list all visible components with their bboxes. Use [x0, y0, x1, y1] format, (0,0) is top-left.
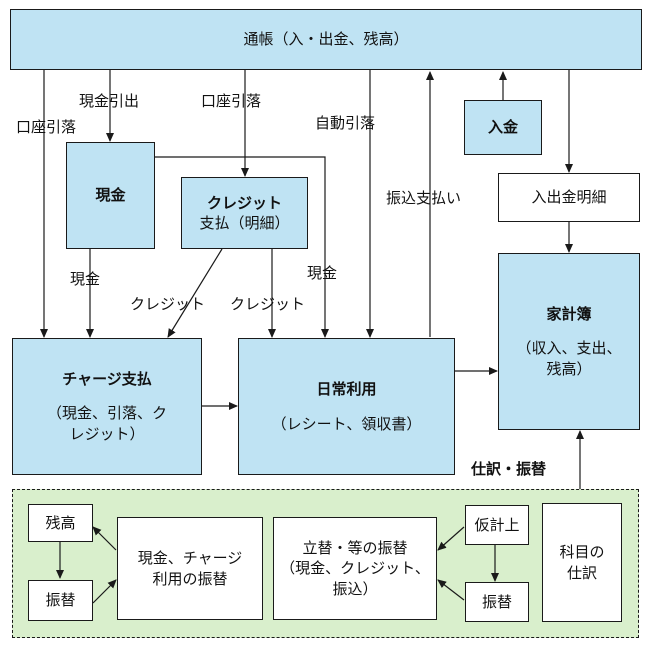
- label-account-debit-left: 口座引落: [16, 118, 77, 136]
- advance-line2: （現金、クレジット、: [280, 559, 430, 578]
- cash-charge-line1: 現金、チャージ: [137, 549, 243, 568]
- account-line2: 仕訳: [566, 563, 597, 582]
- cash-charge-line2: 利用の振替: [152, 569, 228, 588]
- ledger-sub-line1: （収入、支出、: [516, 339, 622, 358]
- charge-sub-line1: （現金、引落、ク: [46, 404, 167, 423]
- deposit-box: 入金: [464, 100, 542, 155]
- label-account-debit-mid: 口座引落: [201, 92, 262, 110]
- transfer-right-box: 振替: [465, 582, 529, 622]
- cash-label: 現金: [95, 186, 126, 205]
- advance-line3: 振込）: [332, 579, 378, 598]
- label-cash-to-daily: 現金: [307, 264, 338, 282]
- balance-label: 残高: [45, 513, 76, 532]
- advance-line1: 立替・等の振替: [302, 539, 408, 558]
- ledger-sub-line2: 残高）: [546, 359, 592, 378]
- label-auto-debit: 自動引落: [315, 114, 376, 132]
- arrow-credit-to-charge: [167, 248, 223, 338]
- charge-payment-box: チャージ支払 （現金、引落、ク レジット）: [12, 338, 202, 475]
- advance-transfer-box: 立替・等の振替 （現金、クレジット、 振込）: [273, 517, 437, 620]
- daily-subtitle: （レシート、領収書）: [271, 414, 422, 433]
- label-transfer-payment: 振込支払い: [386, 189, 462, 207]
- passbook-label: 通帳（入・出金、残高）: [243, 30, 409, 49]
- deposit-label: 入金: [487, 118, 518, 137]
- account-line1: 科目の: [559, 543, 605, 562]
- transfer-right-label: 振替: [481, 592, 512, 611]
- statement-box: 入出金明細: [498, 173, 640, 222]
- charge-title: チャージ支払: [62, 370, 152, 389]
- arrow-suspense-to-advance: [437, 526, 465, 551]
- label-credit-to-charge: クレジット: [130, 295, 206, 313]
- cash-charge-transfer-box: 現金、チャージ 利用の振替: [117, 517, 263, 620]
- label-credit-to-daily: クレジット: [230, 295, 306, 313]
- arrow-cashcharge-to-balance: [92, 526, 117, 551]
- credit-subtitle: 支払（明細）: [199, 214, 290, 232]
- credit-box: クレジット 支払（明細）: [181, 177, 308, 249]
- arrow-transfer-to-advance: [437, 579, 465, 601]
- ledger-box: 家計簿 （収入、支出、 残高）: [498, 253, 640, 430]
- arrow-transfer-to-cashcharge: [92, 579, 117, 604]
- credit-title: クレジット: [206, 193, 282, 212]
- arrow-cash-to-daily: [155, 156, 329, 338]
- passbook-box: 通帳（入・出金、残高）: [10, 9, 642, 70]
- transfer-left-label: 振替: [45, 591, 76, 610]
- balance-box: 残高: [28, 504, 93, 542]
- transfer-left-box: 振替: [28, 580, 93, 621]
- daily-use-box: 日常利用 （レシート、領収書）: [238, 338, 455, 475]
- cash-box: 現金: [66, 142, 155, 249]
- label-journal-transfer: 仕訳・振替: [471, 460, 547, 478]
- suspense-box: 仮計上: [465, 505, 529, 545]
- statement-label: 入出金明細: [531, 188, 607, 207]
- ledger-title: 家計簿: [546, 305, 592, 324]
- account-journal-box: 科目の 仕訳: [542, 503, 622, 622]
- label-cash-to-charge: 現金: [70, 270, 101, 288]
- charge-sub-line2: レジット）: [69, 424, 145, 443]
- suspense-label: 仮計上: [474, 515, 520, 534]
- label-cash-withdraw: 現金引出: [79, 92, 140, 110]
- daily-title: 日常利用: [316, 380, 377, 399]
